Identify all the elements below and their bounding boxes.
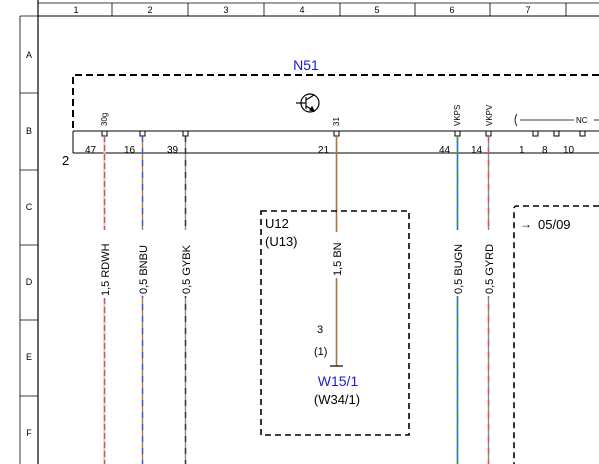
pin-name-31: 31 bbox=[332, 117, 341, 126]
row-label: E bbox=[26, 352, 32, 362]
column-label: 2 bbox=[147, 5, 152, 15]
wire-label: 1,5 RDWH bbox=[100, 243, 112, 296]
module-n51: N51 30g 31 VKPS VKPV NC bbox=[72, 57, 599, 156]
transistor-icon bbox=[296, 93, 320, 113]
sheet-ref: 2 bbox=[62, 153, 69, 168]
pin-number: 14 bbox=[471, 145, 483, 156]
column-label: 7 bbox=[525, 5, 530, 15]
pin-name-30g: 30g bbox=[100, 113, 109, 126]
wire-label: 0,5 GYBK bbox=[181, 244, 193, 294]
diagram-frame bbox=[19, 0, 599, 464]
subunit-name: U12 bbox=[265, 216, 289, 231]
column-label: 3 bbox=[223, 5, 228, 15]
subunit-alt-name: (U13) bbox=[265, 234, 298, 249]
pin-name-vkpv: VKPV bbox=[485, 104, 494, 126]
nc-bracket bbox=[514, 113, 599, 127]
pin-number: 21 bbox=[318, 145, 330, 156]
pin-name-vkps: VKPS bbox=[453, 105, 462, 126]
subunit-alt-pin: (1) bbox=[314, 346, 327, 358]
wire-label: 0,5 BUGN bbox=[453, 244, 465, 294]
pin-number: 16 bbox=[124, 145, 136, 156]
row-label: F bbox=[26, 428, 32, 438]
sheet-link-target: 05/09 bbox=[538, 217, 571, 232]
row-label: A bbox=[26, 50, 32, 60]
wire-label: 0,5 BNBU bbox=[138, 245, 150, 294]
module-id: N51 bbox=[293, 57, 319, 73]
row-label: D bbox=[26, 277, 33, 287]
row-label: B bbox=[26, 126, 32, 136]
column-label: 5 bbox=[374, 5, 379, 15]
column-label: 6 bbox=[449, 5, 454, 15]
arrow-icon: → bbox=[520, 217, 532, 231]
pin-number: 8 bbox=[542, 145, 548, 156]
pin-number: 47 bbox=[85, 145, 97, 156]
subunit-pin: 3 bbox=[317, 324, 323, 336]
connector-id: W15/1 bbox=[318, 373, 359, 389]
connector-alt-id: (W34/1) bbox=[314, 392, 360, 407]
pin-number: 39 bbox=[167, 145, 179, 156]
wire-label: 1,5 BN bbox=[332, 242, 344, 276]
pin-number: 44 bbox=[439, 145, 451, 156]
wire-label: 0,5 GYRD bbox=[484, 244, 496, 294]
sheet-link: → 05/09 bbox=[513, 205, 599, 464]
row-label: C bbox=[26, 202, 33, 212]
nc-label: NC bbox=[576, 116, 588, 125]
pin-number: 1 bbox=[519, 145, 525, 156]
subunit-u12: U12 (U13) 3 (1) W15/1 (W34/1) bbox=[260, 210, 410, 436]
column-label: 4 bbox=[299, 5, 304, 15]
pin-number: 10 bbox=[563, 145, 575, 156]
column-label: 1 bbox=[73, 5, 78, 15]
